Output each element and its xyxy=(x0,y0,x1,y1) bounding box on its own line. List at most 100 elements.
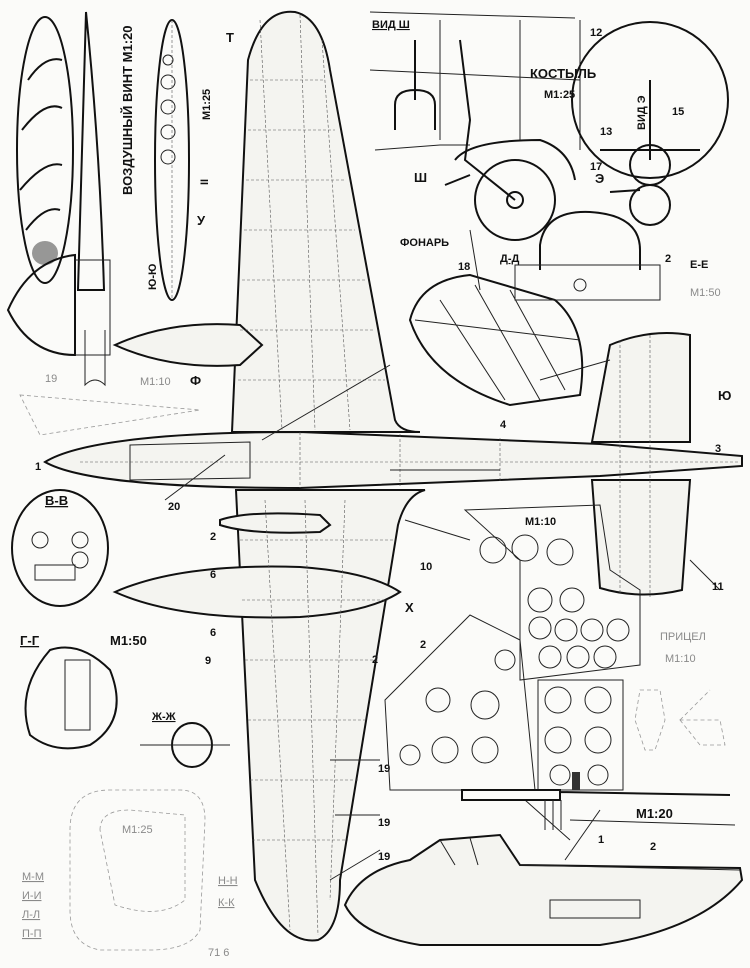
arrow-sh: Ш xyxy=(414,170,427,185)
sheet-mark: 71 6 xyxy=(208,947,229,959)
instrument-panels: М1:10 xyxy=(384,504,641,791)
cannon xyxy=(461,789,731,801)
instrument-panel-main xyxy=(463,504,641,681)
callout-2c: 2 xyxy=(372,654,378,666)
faint-wingtip-detail xyxy=(19,394,201,436)
tailwheel-strut xyxy=(454,39,576,201)
gunsight-drawing xyxy=(634,689,726,751)
view-sh-label: ВИД Ш xyxy=(372,19,410,31)
section-gg xyxy=(24,646,118,750)
callout-12: 12 xyxy=(590,27,602,39)
canopy-group: ФОНАРЬ 18 xyxy=(400,229,584,407)
panel-scale: М1:10 xyxy=(525,516,556,528)
callout-13: 13 xyxy=(600,126,612,138)
callout-1: 1 xyxy=(35,461,41,473)
mark-f: Ф xyxy=(190,373,201,388)
gunsight-scale: М1:10 xyxy=(665,653,696,665)
propeller-blade-front xyxy=(16,16,74,284)
blade-hub-shade xyxy=(32,241,58,265)
mark-t: Т xyxy=(226,30,234,45)
mark-yu: Ю xyxy=(718,388,731,403)
frame-label-l: Л-Л xyxy=(22,909,40,921)
section-ee-label: Е-Е xyxy=(690,259,708,271)
mark-u: У xyxy=(197,213,206,228)
callout-3: 3 xyxy=(715,443,721,455)
tailwheel-group: ВИД Ш КОСТЫЛЬ М1:25 12 13 15 17 ВИД Э Ш … xyxy=(369,11,729,241)
section-dd-label: Д-Д xyxy=(500,253,519,265)
propeller-title: ВОЗДУШНЫЙ ВИНТ М1:20 xyxy=(120,26,135,195)
fuselage-side xyxy=(343,833,744,946)
section-dd-ee: Д-Д Е-Е М1:50 2 xyxy=(500,210,721,301)
callout-19c: 19 xyxy=(378,851,390,863)
blade-scale: М1:25 xyxy=(201,89,213,120)
tailwheel xyxy=(474,159,556,241)
section-gg-scale: М1:50 xyxy=(110,633,147,648)
frame-label-i: И-И xyxy=(22,890,41,902)
callout-17: 17 xyxy=(590,161,602,173)
frame-label-m: М-М xyxy=(22,871,44,883)
section-zhzh-label: Ж-Ж xyxy=(151,711,176,723)
gun-scale: М1:20 xyxy=(636,806,673,821)
frame-label-p: П-П xyxy=(22,928,42,940)
nacelle-upper xyxy=(112,323,264,367)
nacelle-lower xyxy=(112,565,402,619)
instrument-panel-right xyxy=(537,679,624,791)
section-scale: М1:50 xyxy=(690,287,721,299)
section-gg-label: Г-Г xyxy=(20,633,40,648)
callout-19a: 19 xyxy=(378,763,390,775)
callout-9: 9 xyxy=(205,655,211,667)
callout-4: 4 xyxy=(500,419,507,431)
canopy xyxy=(408,273,584,407)
tailwheel-scale: М1:25 xyxy=(544,89,575,101)
instrument-panel-left xyxy=(384,614,536,791)
stabilizer-upper xyxy=(590,331,691,443)
callout-19b: 19 xyxy=(378,817,390,829)
gauges-left xyxy=(399,649,516,766)
aircraft-planform: 1 20 2 6 6 9 10 Х 2 2 4 3 Ю 11 19 19 19 … xyxy=(19,10,743,942)
section-vv xyxy=(11,489,109,607)
section-ee-frame xyxy=(514,264,661,301)
view-e-strut xyxy=(600,80,700,226)
gun-group: М1:20 1 xyxy=(461,772,736,846)
callout-11: 11 xyxy=(712,581,724,593)
gauges-main xyxy=(479,534,630,669)
callout-10: 10 xyxy=(420,561,432,573)
tailwheel-fork-view-sh xyxy=(394,40,436,130)
propeller-spinner xyxy=(6,253,76,357)
callout-2a: 2 xyxy=(210,531,216,543)
callout-18: 18 xyxy=(458,261,470,273)
faint-callout-19: 19 xyxy=(45,373,57,385)
callout-6a: 6 xyxy=(210,569,216,581)
faint-scale: М1:10 xyxy=(140,376,171,388)
propeller-group: ВОЗДУШНЫЙ ВИНТ М1:20 М1:25 Ю-Ю У II Т Ф xyxy=(6,11,234,388)
view-arrows xyxy=(444,174,641,193)
side-view: 2 xyxy=(343,833,744,946)
frame-outline-outer xyxy=(69,789,206,951)
callout-gun-1: 1 xyxy=(598,834,604,846)
gunsight-title: ПРИЦЕЛ xyxy=(660,631,706,643)
stabilizer-lower xyxy=(590,479,692,596)
view-e-circle xyxy=(571,21,729,179)
propeller-blade-side xyxy=(76,11,106,291)
gunsight-group: ПРИЦЕЛ М1:10 xyxy=(634,631,726,751)
blade-section-lines xyxy=(19,58,63,231)
frame-label-k: К-К xyxy=(218,897,235,909)
propeller-hub xyxy=(75,259,111,387)
arrow-e: Э xyxy=(595,171,604,186)
callout-2-dd: 2 xyxy=(665,253,671,265)
view-e-label: ВИД Э xyxy=(636,95,648,130)
section-vv-label: В-В xyxy=(45,493,68,508)
fuselage-top xyxy=(43,430,743,490)
left-sections: В-В Г-Г М1:50 Ж-Ж xyxy=(11,489,230,768)
wing-upper xyxy=(230,10,421,433)
frame-label-n: Н-Н xyxy=(218,875,238,887)
mark-kh: Х xyxy=(405,600,414,615)
callout-20: 20 xyxy=(168,501,180,513)
cockpit-area xyxy=(129,441,251,481)
section-yu-yu: Ю-Ю xyxy=(147,264,159,290)
section-dd-arch xyxy=(539,210,641,270)
callout-6b: 6 xyxy=(210,627,216,639)
callout-15: 15 xyxy=(672,106,684,118)
